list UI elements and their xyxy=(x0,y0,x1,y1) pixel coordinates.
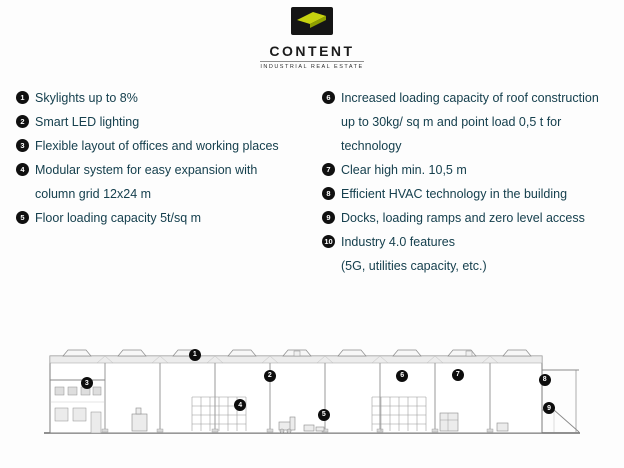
logo-icon xyxy=(291,7,333,40)
feature-column-right: 6 Increased loading capacity of roof con… xyxy=(312,86,608,278)
office-block xyxy=(50,379,105,434)
feature-item-9: 9 Docks, loading ramps and zero level ac… xyxy=(322,206,608,230)
feature-text: Clear high min. 10,5 m xyxy=(341,163,467,177)
building-cross-section-diagram: 1 2 3 4 5 6 7 8 9 xyxy=(42,340,582,445)
feature-text: Modular system for easy expansion with c… xyxy=(35,163,258,201)
feature-column-left: 1 Skylights up to 8% 2 Smart LED lightin… xyxy=(16,86,312,278)
logo: CONTENT INDUSTRIAL REAL ESTATE xyxy=(0,0,624,70)
diagram-markers: 1 2 3 4 5 6 7 8 9 xyxy=(42,340,582,445)
diagram-marker-7: 7 xyxy=(451,368,464,381)
diagram-marker-1: 1 xyxy=(188,348,201,361)
diagram-marker-3: 3 xyxy=(80,377,93,390)
column-footings xyxy=(101,428,494,433)
feature-item-8: 8 Efficient HVAC technology in the build… xyxy=(322,182,608,206)
feature-text: Industry 4.0 features (5G, utilities cap… xyxy=(341,235,487,273)
feature-number-badge: 8 xyxy=(322,187,335,200)
building-drawing xyxy=(44,349,580,434)
logo-name: CONTENT xyxy=(269,43,355,59)
feature-number-badge: 2 xyxy=(16,115,29,128)
feature-item-10: 10 Industry 4.0 features (5G, utilities … xyxy=(322,230,608,278)
diagram-marker-9: 9 xyxy=(543,402,556,415)
feature-item-5: 5 Floor loading capacity 5t/sq m xyxy=(16,206,312,230)
feature-text: Increased loading capacity of roof const… xyxy=(341,91,599,153)
feature-item-6: 6 Increased loading capacity of roof con… xyxy=(322,86,608,158)
feature-item-7: 7 Clear high min. 10,5 m xyxy=(322,158,608,182)
feature-number-badge: 4 xyxy=(16,163,29,176)
equipment xyxy=(131,407,509,434)
diagram-marker-5: 5 xyxy=(317,408,330,421)
feature-number-badge: 7 xyxy=(322,163,335,176)
roof-vents xyxy=(293,350,473,357)
feature-number-badge: 10 xyxy=(322,235,335,248)
feature-item-2: 2 Smart LED lighting xyxy=(16,110,312,134)
diagram-marker-6: 6 xyxy=(396,369,409,382)
diagram-marker-4: 4 xyxy=(234,399,247,412)
feature-number-badge: 1 xyxy=(16,91,29,104)
diagram-marker-8: 8 xyxy=(538,373,551,386)
feature-item-3: 3 Flexible layout of offices and working… xyxy=(16,134,312,158)
feature-text: Docks, loading ramps and zero level acce… xyxy=(341,211,585,225)
feature-number-badge: 3 xyxy=(16,139,29,152)
feature-number-badge: 5 xyxy=(16,211,29,224)
feature-number-badge: 6 xyxy=(322,91,335,104)
racking-left xyxy=(191,396,247,431)
logo-tagline: INDUSTRIAL REAL ESTATE xyxy=(260,61,364,70)
feature-text: Smart LED lighting xyxy=(35,115,140,129)
feature-text: Skylights up to 8% xyxy=(35,91,138,105)
truss-diagonals xyxy=(96,355,499,364)
feature-number-badge: 9 xyxy=(322,211,335,224)
feature-list: 1 Skylights up to 8% 2 Smart LED lightin… xyxy=(0,86,624,278)
feature-text: Floor loading capacity 5t/sq m xyxy=(35,211,202,225)
feature-item-4: 4 Modular system for easy expansion with… xyxy=(16,158,312,206)
feature-text: Efficient HVAC technology in the buildin… xyxy=(341,187,568,201)
feature-text: Flexible layout of offices and working p… xyxy=(35,139,279,153)
racking-right xyxy=(371,396,427,431)
diagram-marker-2: 2 xyxy=(263,369,276,382)
feature-item-1: 1 Skylights up to 8% xyxy=(16,86,312,110)
